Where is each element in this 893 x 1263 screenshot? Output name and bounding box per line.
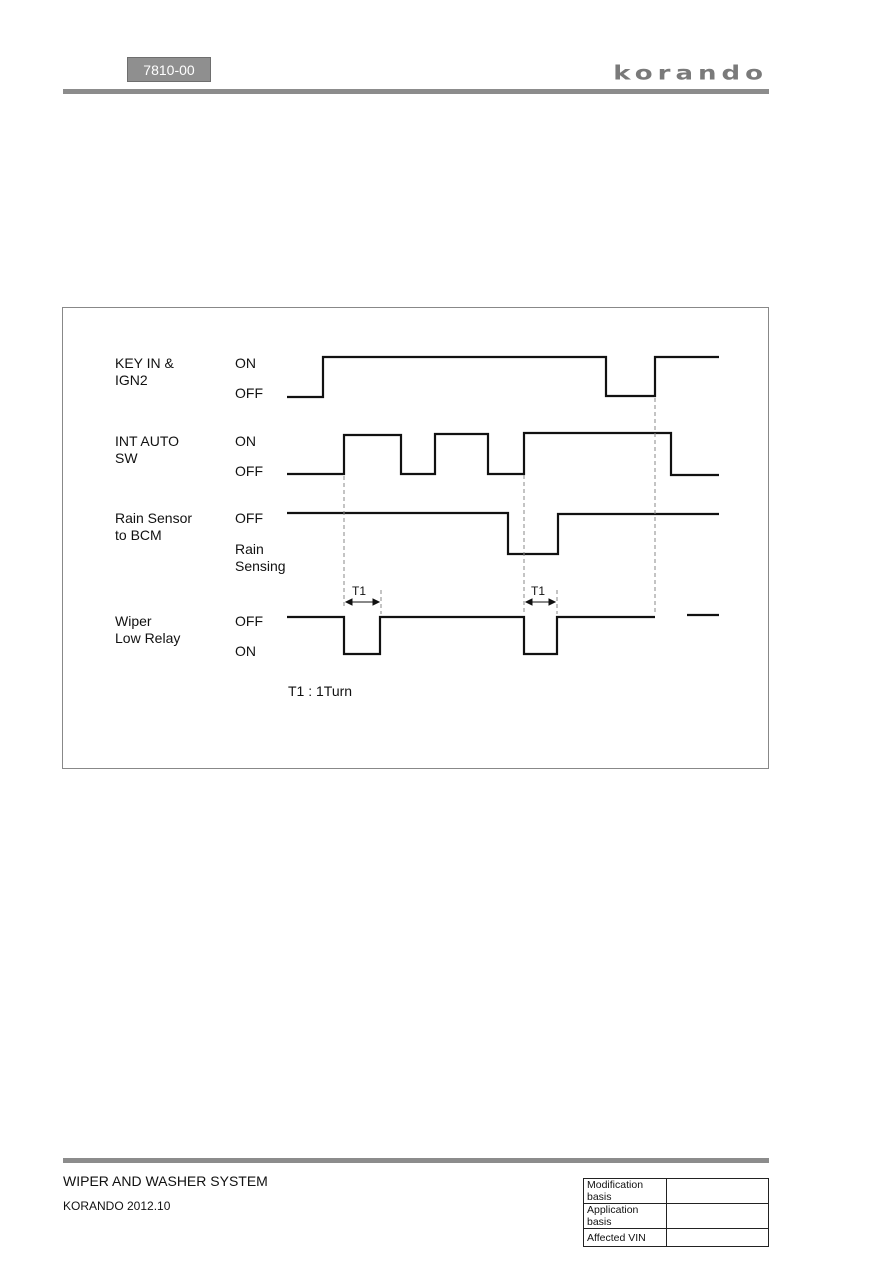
level-label-key-off: OFF <box>235 385 263 401</box>
signal-name-ign2: IGN2 <box>115 372 148 388</box>
korando-logo: korando <box>613 62 768 85</box>
waveform-key-in-ign2 <box>287 355 719 399</box>
section-code-badge: 7810-00 <box>127 57 211 82</box>
level-label-rain-off: OFF <box>235 510 263 526</box>
basis-value <box>666 1178 769 1204</box>
footer-divider <box>63 1158 769 1163</box>
table-row: Application basis <box>583 1203 769 1229</box>
t1-note: T1 : 1Turn <box>288 683 352 699</box>
timing-diagram: KEY IN & IGN2 INT AUTO SW Rain Sensor to… <box>115 355 719 699</box>
t1-label-1: T1 <box>352 584 366 598</box>
level-label-int-on: ON <box>235 433 256 449</box>
header-divider <box>63 89 769 94</box>
signal-name-sw: SW <box>115 450 138 466</box>
basis-value <box>666 1203 769 1229</box>
table-row: Modification basis <box>583 1178 769 1204</box>
signal-name-low-relay: Low Relay <box>115 630 180 646</box>
table-row: Affected VIN <box>583 1228 769 1247</box>
timing-diagram-frame: KEY IN & IGN2 INT AUTO SW Rain Sensor to… <box>62 307 769 769</box>
basis-label: Modification basis <box>583 1178 667 1204</box>
level-label-wiper-off: OFF <box>235 613 263 629</box>
basis-value <box>666 1228 769 1247</box>
signal-name-wiper: Wiper <box>115 613 152 629</box>
level-label-wiper-on: ON <box>235 643 256 659</box>
signal-name-rain-sensor: Rain Sensor <box>115 510 192 526</box>
level-label-sensing: Sensing <box>235 558 286 574</box>
basis-label: Affected VIN <box>583 1228 667 1247</box>
t1-arrow-2-right-head <box>548 598 557 606</box>
footer-subtitle: KORANDO 2012.10 <box>63 1199 171 1213</box>
t1-arrow-2-left-head <box>524 598 533 606</box>
t1-arrow-1-right-head <box>372 598 381 606</box>
footer-title: WIPER AND WASHER SYSTEM <box>63 1173 268 1189</box>
waveform-wiper-low-relay <box>287 615 655 656</box>
signal-name-to-bcm: to BCM <box>115 527 162 543</box>
basis-label: Application basis <box>583 1203 667 1229</box>
signal-name-int-auto: INT AUTO <box>115 433 179 449</box>
level-label-int-off: OFF <box>235 463 263 479</box>
basis-table: Modification basis Application basis Aff… <box>583 1178 769 1247</box>
waveform-int-auto-sw <box>287 431 719 477</box>
t1-label-2: T1 <box>531 584 545 598</box>
signal-name-key-in: KEY IN & <box>115 355 175 371</box>
level-label-rain: Rain <box>235 541 264 557</box>
level-label-key-on: ON <box>235 355 256 371</box>
waveform-rain-sensor <box>287 511 719 556</box>
t1-arrow-1-left-head <box>344 598 353 606</box>
